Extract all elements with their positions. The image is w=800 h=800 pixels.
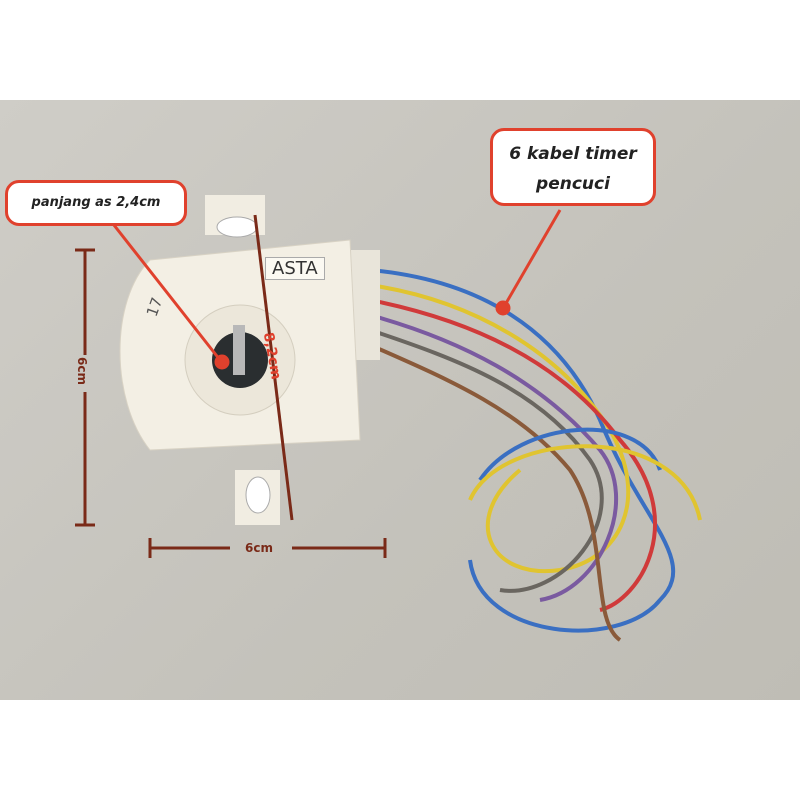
brand-label: ASTA: [265, 257, 325, 280]
height-dimension-label: 6cm: [74, 357, 89, 385]
dimension-lines: [75, 214, 387, 558]
cables-callout-line2: pencuci: [536, 174, 610, 194]
shaft-length-callout: panjang as 2,4cm: [5, 180, 187, 226]
shaft: [233, 325, 245, 375]
wires: [369, 268, 702, 642]
width-dimension-label: 6cm: [245, 541, 273, 555]
callout-pointers: [108, 209, 562, 370]
cables-callout-line1: 6 kabel timer: [509, 144, 637, 164]
cables-callout: 6 kabel timer pencuci: [490, 128, 656, 206]
